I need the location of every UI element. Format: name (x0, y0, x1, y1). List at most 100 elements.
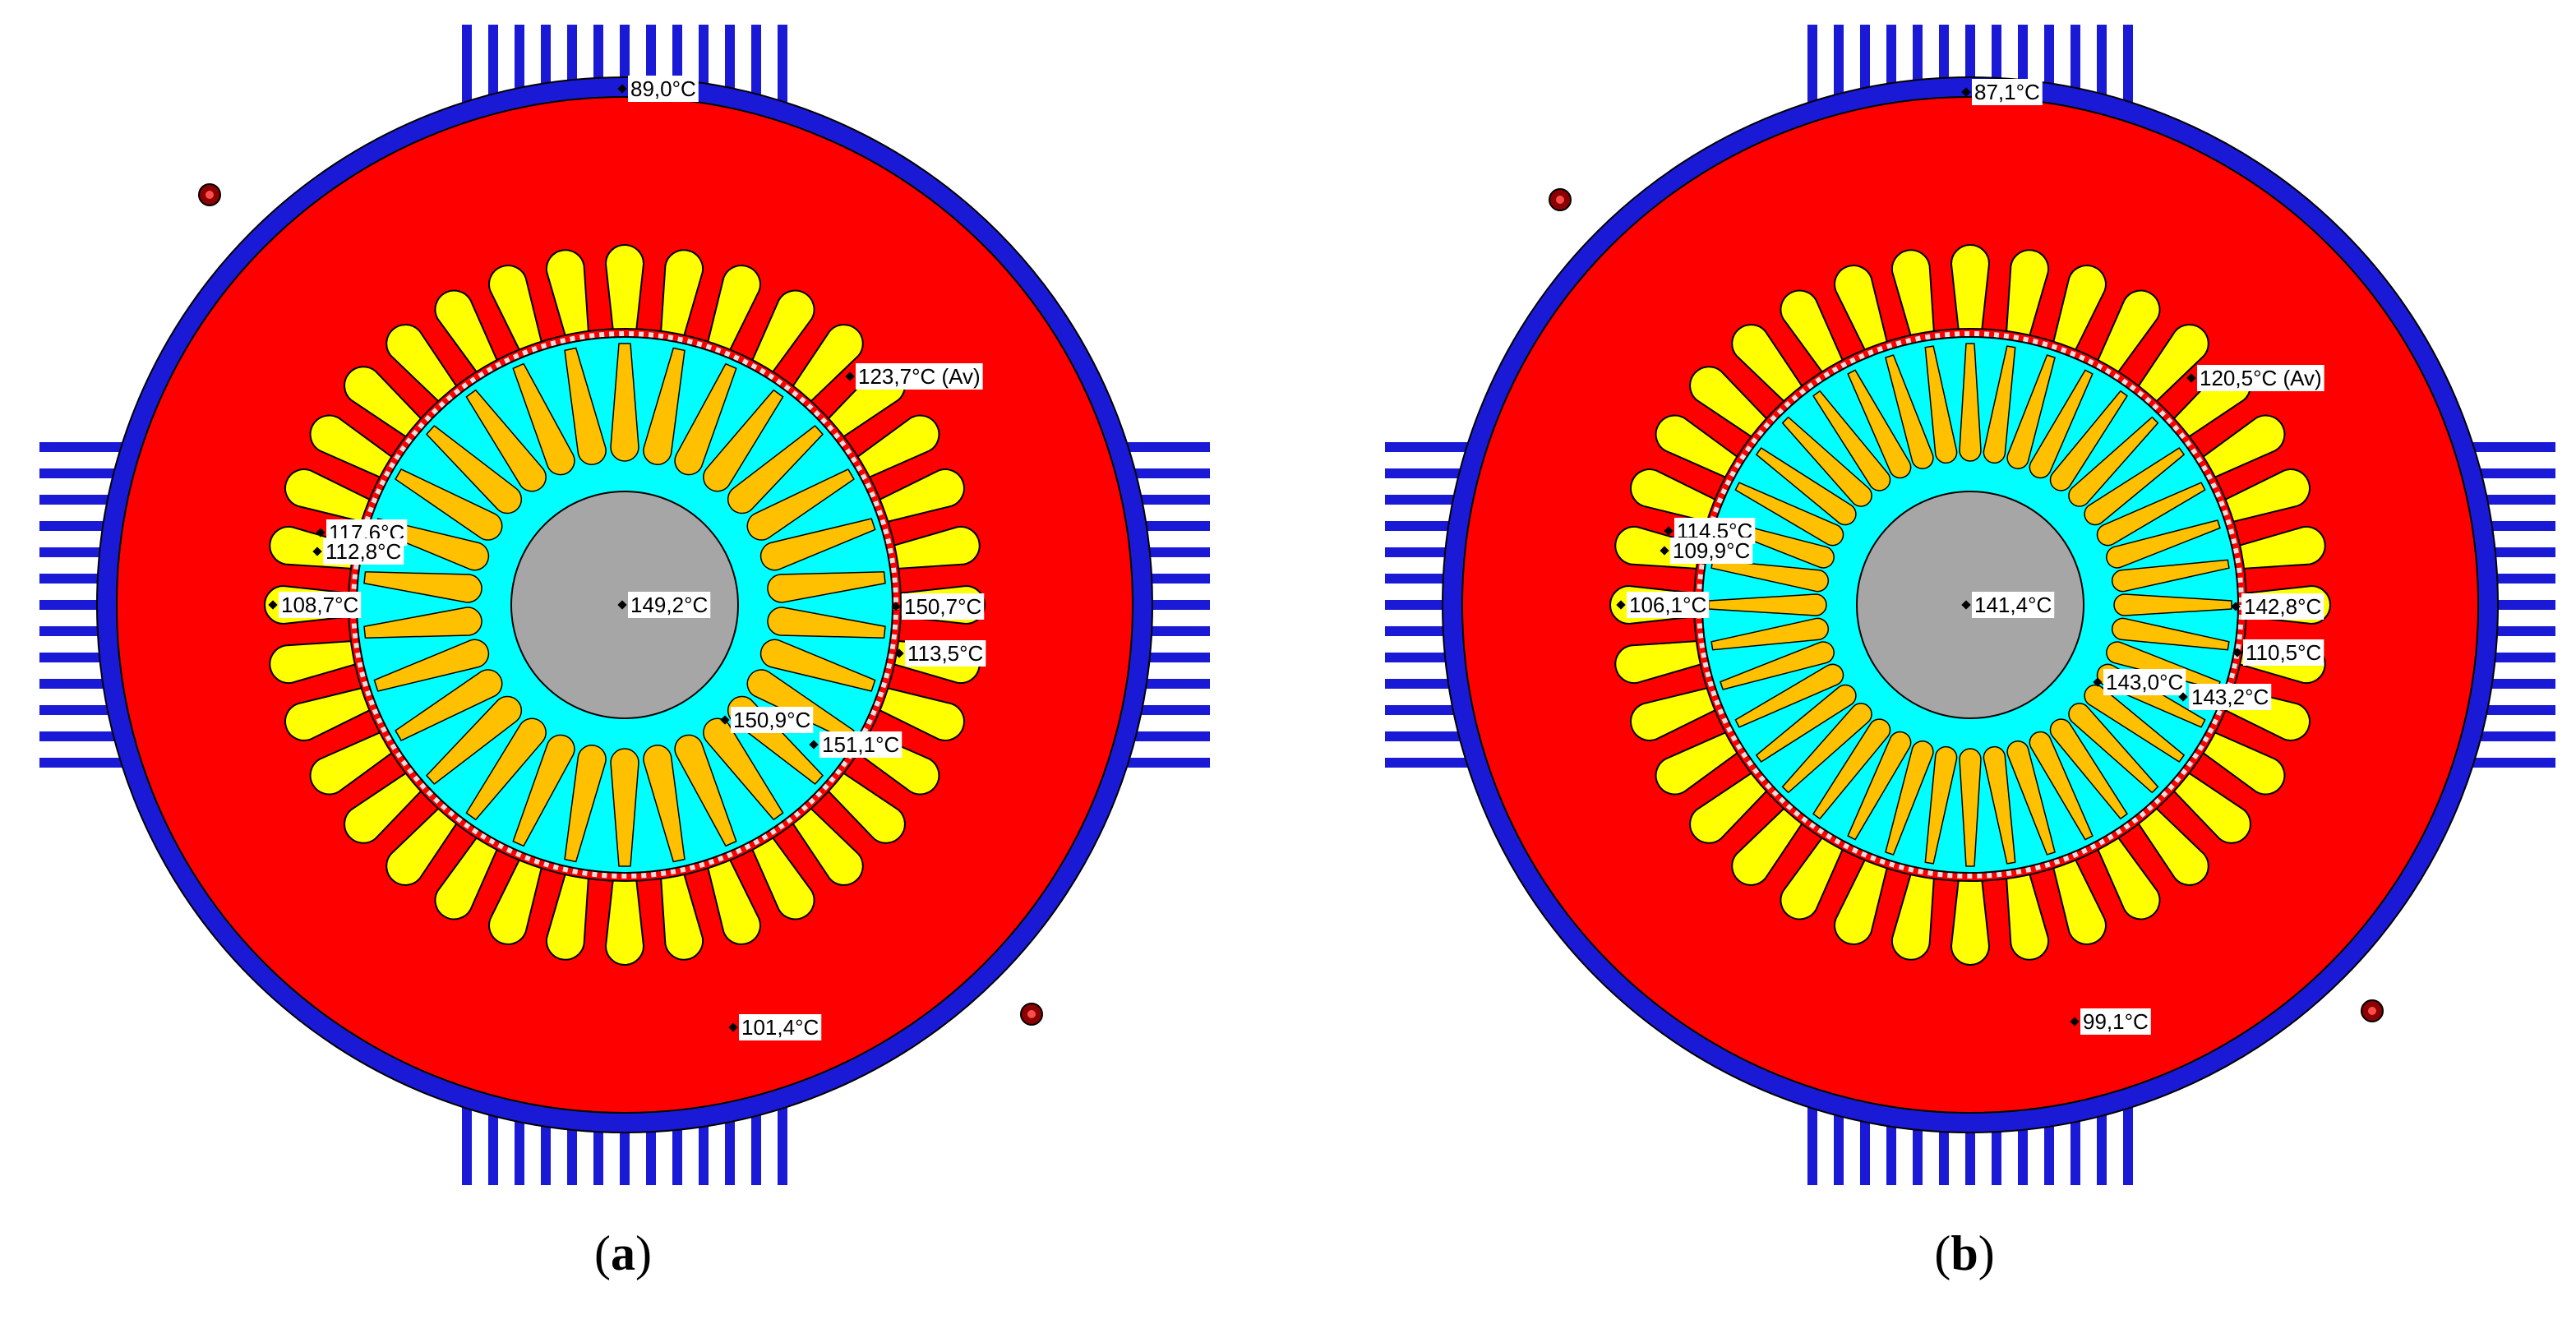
temperature-label-stator-slot-temp-2: 109,9°C (1660, 537, 1753, 564)
temperature-label-text: 150,9°C (733, 708, 810, 732)
temperature-label-box (1972, 592, 2055, 618)
rotor-bar (363, 607, 482, 639)
temperature-label-stator-yoke-temp: 101,4°C (728, 1014, 822, 1040)
temperature-label-text: 120,5°C (Av) (2200, 366, 2322, 390)
temperature-label-winding-average-temp: 120,5°C (Av) (2186, 365, 2324, 391)
probe-point-icon (2231, 602, 2241, 611)
temperature-label-stator-back-temp: 110,5°C (2232, 639, 2324, 666)
temperature-label-rotor-end-temp: 151,1°C (809, 731, 903, 758)
rotor-bar (2106, 641, 2221, 690)
temperature-label-housing-temp: 89,0°C (617, 76, 699, 102)
stator-winding-slot (1950, 244, 1991, 355)
temperature-label-text: 109,9°C (1673, 538, 1750, 563)
rotor-bar (1781, 703, 1872, 794)
rotor-bar (1812, 718, 1891, 820)
probe-point-icon (845, 371, 855, 381)
rotor-bar (2068, 416, 2159, 507)
temperature-label-text: 143,2°C (2191, 685, 2269, 709)
temperature-label-box (323, 538, 404, 565)
rotor-bar (1924, 745, 1958, 865)
temperature-label-box (2197, 365, 2324, 391)
temperature-label-box (628, 592, 711, 618)
temperature-label-text: 87,1°C (1974, 80, 2040, 104)
rotor-bar (759, 639, 876, 692)
probe-point-icon (1961, 600, 1971, 610)
temperature-label-text: 143,0°C (2106, 670, 2183, 694)
temperature-label-box (628, 76, 699, 102)
rotor-bar (746, 669, 855, 742)
probe-point-icon (1616, 600, 1626, 610)
caption-close: ) (1978, 1226, 1995, 1280)
rotor-bar (1755, 447, 1857, 526)
rotor-bar (1959, 343, 1982, 462)
temperature-label-text: 149,2°C (630, 593, 708, 617)
temperature-label-box (2189, 684, 2272, 710)
rotor-bar (2113, 593, 2232, 616)
temperature-label-stator-slot-temp-2: 112,8°C (312, 538, 404, 565)
rotor-bar (1734, 663, 1844, 728)
probe-point-icon (891, 602, 901, 611)
rotor-bar (1847, 369, 1912, 479)
probe-point-icon (316, 528, 325, 537)
temperature-label-box (279, 592, 362, 618)
temperature-label-box (1972, 79, 2043, 105)
rotor-bar (703, 389, 784, 492)
temperature-label-box (1627, 592, 1710, 618)
temperature-label-box (819, 731, 903, 758)
temperature-label-rotor-core-temp: 150,9°C (720, 707, 814, 733)
mount-bolt-icon (2361, 999, 2384, 1022)
rotor-bar (2049, 718, 2128, 820)
temperature-label-text: 99,1°C (2083, 1009, 2149, 1034)
rotor-bar (1755, 684, 1857, 763)
rotor-bar (1924, 345, 1958, 464)
rotor-bar (564, 745, 607, 863)
temperature-label-text: 108,7°C (281, 593, 358, 617)
rotor-bar (512, 362, 575, 476)
probe-point-icon (2093, 677, 2103, 687)
rotor-bar (1959, 748, 1982, 867)
rotor-bar (363, 571, 482, 603)
temperature-label-text: 110,5°C (2246, 640, 2321, 665)
temperature-label-box (731, 707, 814, 733)
rotor-bar (1983, 345, 2016, 464)
rotor-bar (2111, 617, 2230, 651)
temperature-label-text: 101,4°C (741, 1015, 819, 1040)
mount-bolt-inner (2368, 1007, 2376, 1015)
probe-point-icon (720, 715, 730, 725)
rotor-bar (512, 734, 575, 847)
rotor-bar (373, 639, 490, 692)
temperature-label-shaft-temp: 149,2°C (617, 592, 711, 618)
probe-point-icon (2186, 373, 2196, 383)
temperature-label-text: 142,8°C (2244, 594, 2321, 619)
rotor-bar (2096, 482, 2206, 547)
rotor-bar (643, 347, 686, 465)
panel-caption: (b) (1934, 1226, 1994, 1280)
temperature-label-stator-back-temp: 113,5°C (894, 640, 986, 667)
caption-letter: b (1950, 1226, 1978, 1280)
rotor-bar (674, 734, 737, 847)
rotor-bar (1812, 390, 1891, 491)
temperature-label-stator-tooth-temp: 106,1°C (1616, 592, 1710, 618)
mount-bolt-icon (198, 183, 221, 206)
caption-letter: a (611, 1226, 635, 1280)
rotor-bar (395, 669, 503, 742)
temperature-label-box (2243, 639, 2324, 666)
rotor-bar (1720, 641, 1835, 690)
probe-point-icon (2232, 648, 2242, 657)
rotor-bar (674, 362, 737, 476)
temperature-label-text: 112,8°C (325, 539, 401, 564)
temperature-label-text: 151,1°C (822, 732, 899, 757)
rotor-bar (465, 717, 547, 821)
probe-point-icon (2070, 1017, 2080, 1026)
temperature-label-stator-yoke-temp: 99,1°C (2070, 1008, 2151, 1035)
rotor-bar (1781, 416, 1872, 507)
rotor-bar (1734, 482, 1844, 547)
probe-point-icon (1961, 87, 1971, 97)
rotor-bar (1885, 354, 1934, 469)
temperature-label-text: 106,1°C (1629, 593, 1706, 617)
rotor-bar (2006, 740, 2056, 856)
stator-winding-slot (604, 855, 645, 966)
